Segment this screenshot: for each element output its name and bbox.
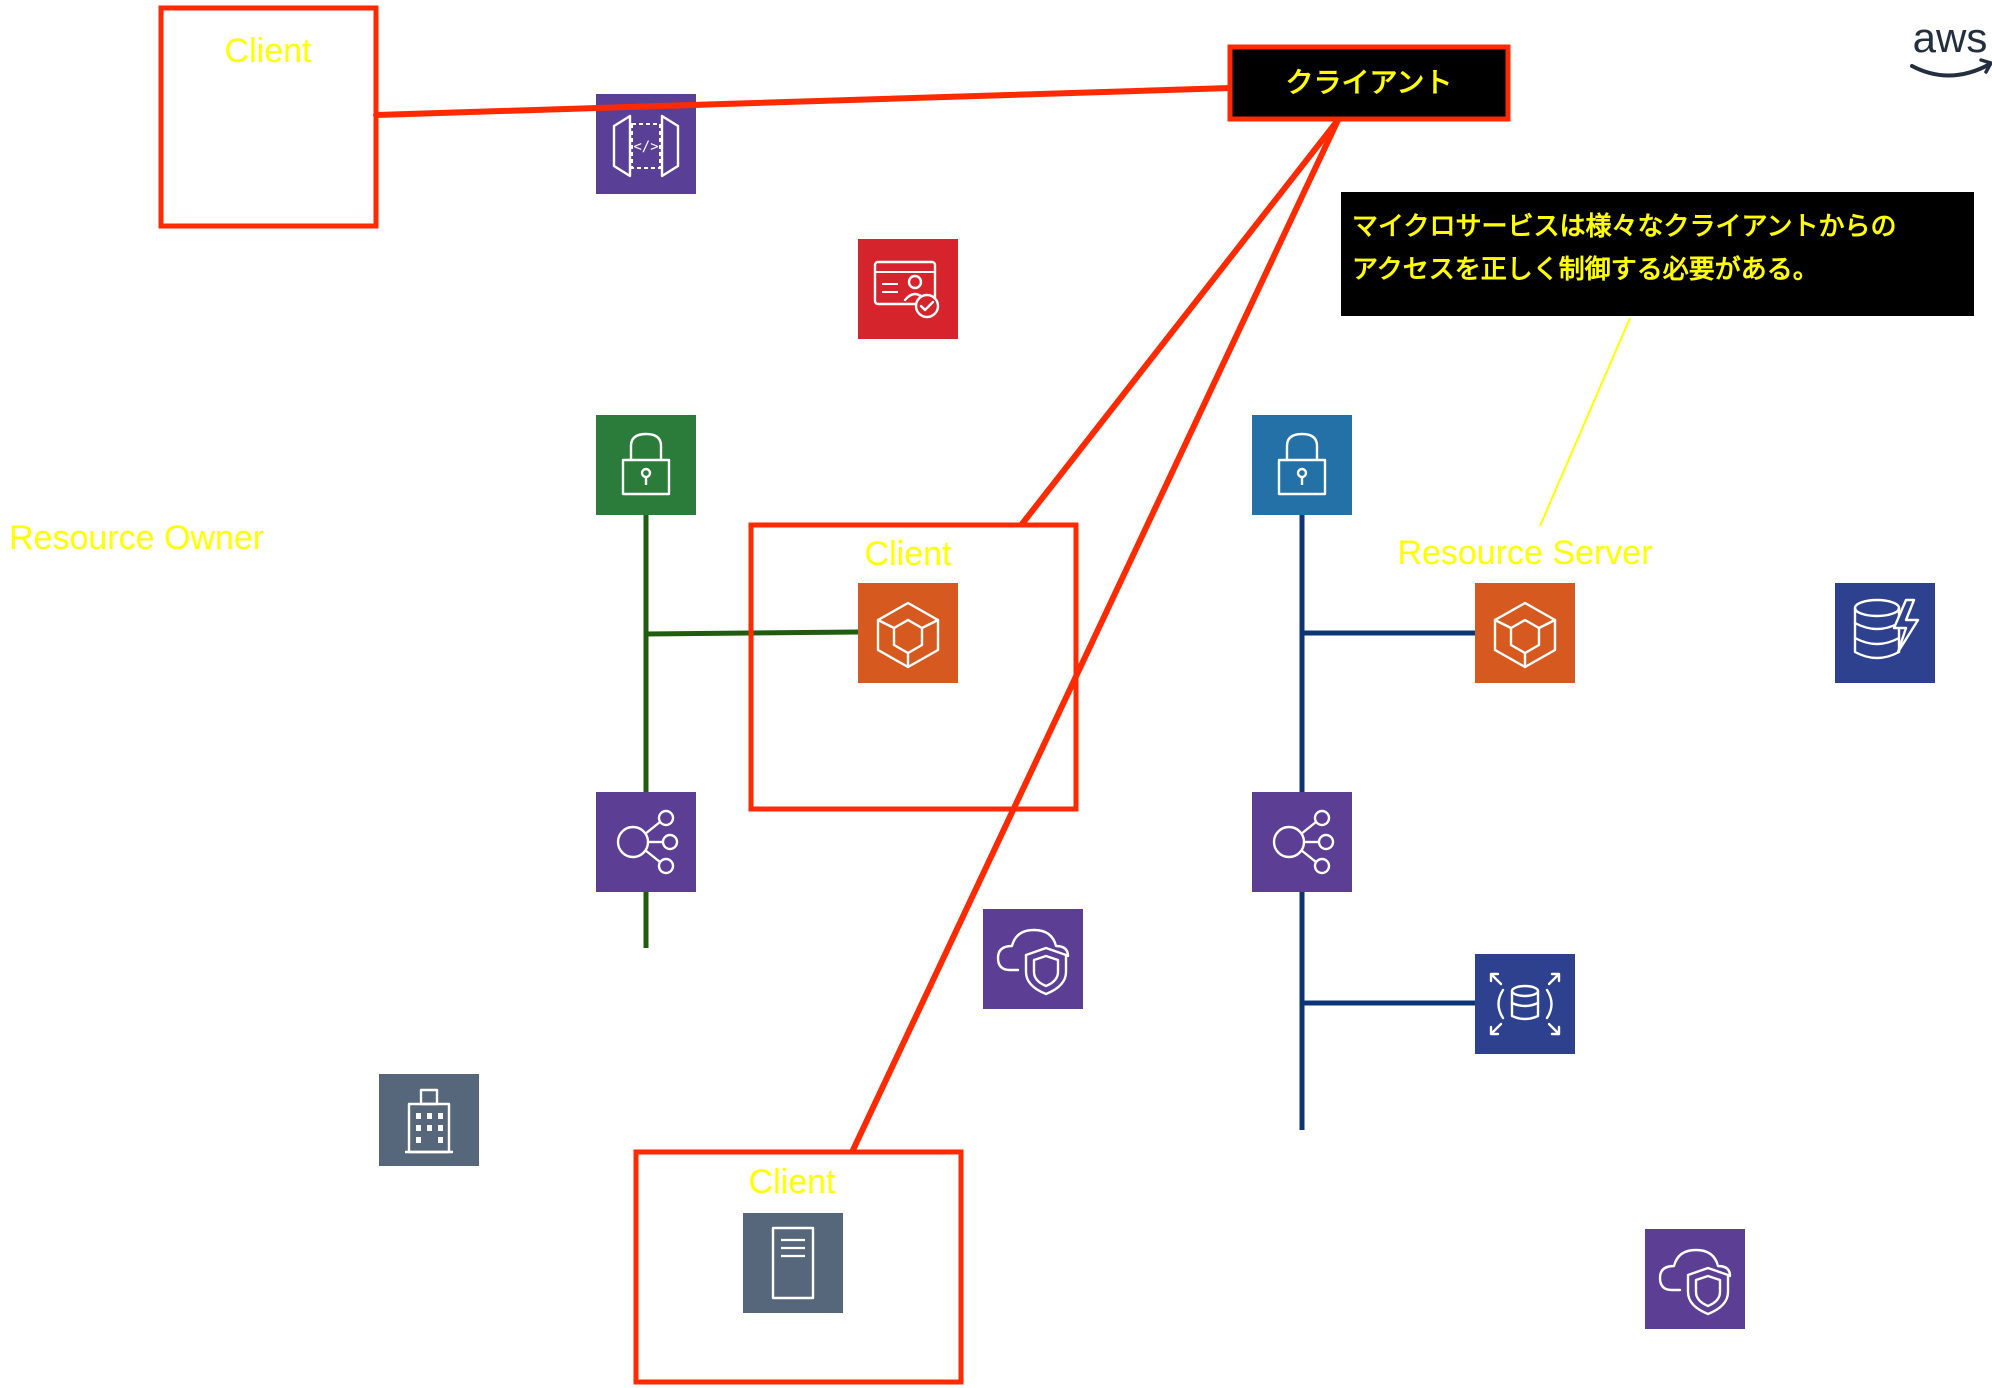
lock-icon [1252, 415, 1352, 515]
ecs-container-icon [1475, 583, 1575, 683]
api-gateway-icon: </> [596, 94, 696, 194]
server-icon [743, 1213, 843, 1313]
client-box-bottom [633, 1149, 964, 1385]
event-hub-icon [1252, 792, 1352, 892]
note-pointer-line [1539, 317, 1631, 527]
note-line-1: マイクロサービスは様々なクライアントからの [1352, 211, 1896, 242]
resource-owner-label: Resource Owner [9, 519, 264, 557]
cloud-shield-icon [1645, 1229, 1745, 1329]
svg-text:</>: </> [633, 139, 658, 155]
identity-verification-icon [858, 239, 958, 339]
aws-logo-text: aws [1913, 14, 1988, 61]
aws-logo: aws [1910, 14, 1992, 78]
database-lightning-icon [1835, 583, 1935, 683]
client-title-callout: クライアント [1227, 44, 1511, 122]
client-title-text: クライアント [1286, 66, 1453, 99]
database-scaling-icon [1475, 954, 1575, 1054]
resource-server-label: Resource Server [1397, 534, 1652, 572]
client-box-middle [748, 522, 1079, 812]
lock-icon [596, 415, 696, 515]
note-line-2: アクセスを正しく制御する必要がある。 [1352, 254, 1819, 285]
client-label-bottom: Client [749, 1163, 836, 1201]
corporate-building-icon [379, 1074, 479, 1166]
client-label-middle: Client [865, 535, 952, 573]
client-box-top [158, 5, 379, 229]
ecs-container-icon [858, 583, 958, 683]
event-hub-icon [596, 792, 696, 892]
client-pointer-lines [373, 85, 1341, 1153]
cloud-shield-icon [983, 909, 1083, 1009]
microservice-note: マイクロサービスは様々なクライアントからの アクセスを正しく制御する必要がある。 [1341, 192, 1974, 316]
client-label-top: Client [225, 32, 312, 70]
